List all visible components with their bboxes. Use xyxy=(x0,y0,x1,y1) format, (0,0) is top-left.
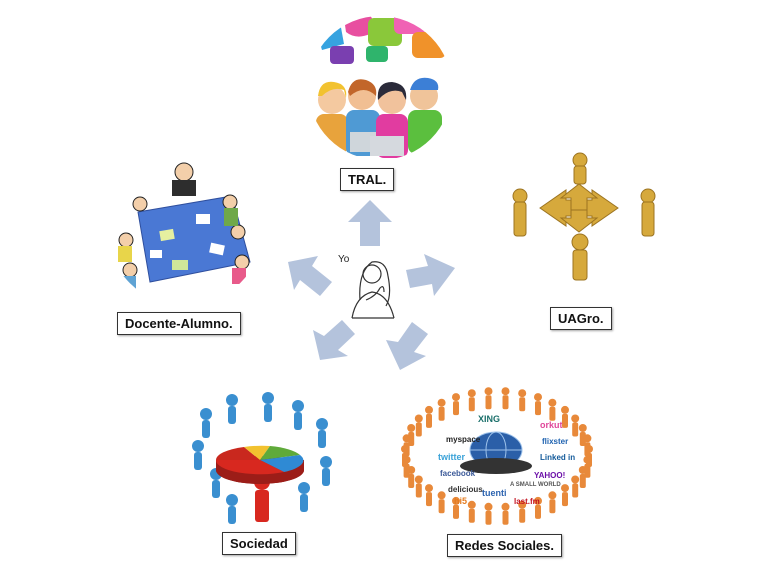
arrow-up xyxy=(348,200,392,246)
ring-person xyxy=(414,475,423,498)
ring-person xyxy=(548,491,557,514)
ring-person xyxy=(548,398,557,421)
ring-person xyxy=(484,387,493,410)
ring-person xyxy=(425,484,433,507)
ring-person xyxy=(534,496,542,519)
logo-lastfm: last.fm xyxy=(514,497,540,506)
arrow-right xyxy=(406,254,455,296)
pie-chart-icon xyxy=(215,445,304,484)
node-label-redes-sociales: Redes Sociales. xyxy=(447,534,562,557)
ring-person xyxy=(425,405,433,428)
arrow-downright xyxy=(386,322,428,370)
ring-person xyxy=(437,398,446,421)
ring-person xyxy=(578,424,587,446)
logo-facebook: facebook xyxy=(440,469,476,478)
node-label-tral: TRAL. xyxy=(340,168,395,191)
arrow-downleft xyxy=(313,320,355,360)
ring-person xyxy=(561,405,569,428)
ring-person xyxy=(561,484,569,507)
logo-twitter: twitter xyxy=(438,452,465,462)
ring-person xyxy=(437,491,446,514)
node-label-sociedad: Sociedad xyxy=(222,532,296,555)
ring-person xyxy=(571,414,580,437)
ring-person xyxy=(518,500,527,523)
logo-hi5: hi5 xyxy=(454,496,467,506)
ring-person xyxy=(467,500,476,523)
center-label: Yo xyxy=(338,254,350,265)
social-logos: XING myspace orkut flixster twitter Link… xyxy=(438,414,575,506)
ring-person xyxy=(583,455,592,478)
logo-xing: XING xyxy=(478,414,500,424)
classroom-table-illustration xyxy=(107,150,263,306)
ring-person xyxy=(467,389,476,412)
ring-person xyxy=(534,393,542,416)
ring-person xyxy=(452,496,460,519)
ring-person xyxy=(501,502,510,525)
ring-person xyxy=(484,502,493,525)
logo-tuenti: tuenti xyxy=(482,488,507,498)
students-illustration xyxy=(308,16,452,160)
society-pie-chart-illustration xyxy=(192,392,332,524)
social-network-ring-illustration: XING myspace orkut flixster twitter Link… xyxy=(401,387,593,525)
globe-icon xyxy=(460,431,532,474)
student-figures xyxy=(316,77,442,158)
logo-delicious: delicious xyxy=(448,485,483,494)
logo-myspace: myspace xyxy=(446,435,481,444)
ring-person xyxy=(518,389,527,412)
logo-yahoo: YAHOO! xyxy=(534,471,565,480)
meeting-people xyxy=(118,162,250,292)
logo-linkedin: Linked in xyxy=(540,453,575,462)
center-person-icon xyxy=(351,261,395,319)
ring-person xyxy=(578,466,587,488)
node-label-uagro: UAGro. xyxy=(550,307,612,330)
ring-person xyxy=(407,424,416,446)
ring-person xyxy=(414,414,423,437)
arrow-upleft xyxy=(288,256,332,296)
ring-person xyxy=(452,393,460,416)
ring-person xyxy=(571,475,580,498)
logo-asmallworld: A SMALL WORLD xyxy=(510,482,561,488)
node-label-docente-alumno: Docente-Alumno. xyxy=(117,312,241,335)
ring-person xyxy=(583,434,592,457)
logo-orkut: orkut xyxy=(540,420,563,430)
gold-puzzle-figures-illustration xyxy=(512,152,656,281)
ring-person xyxy=(501,387,510,410)
logo-flixster: flixster xyxy=(542,437,568,446)
